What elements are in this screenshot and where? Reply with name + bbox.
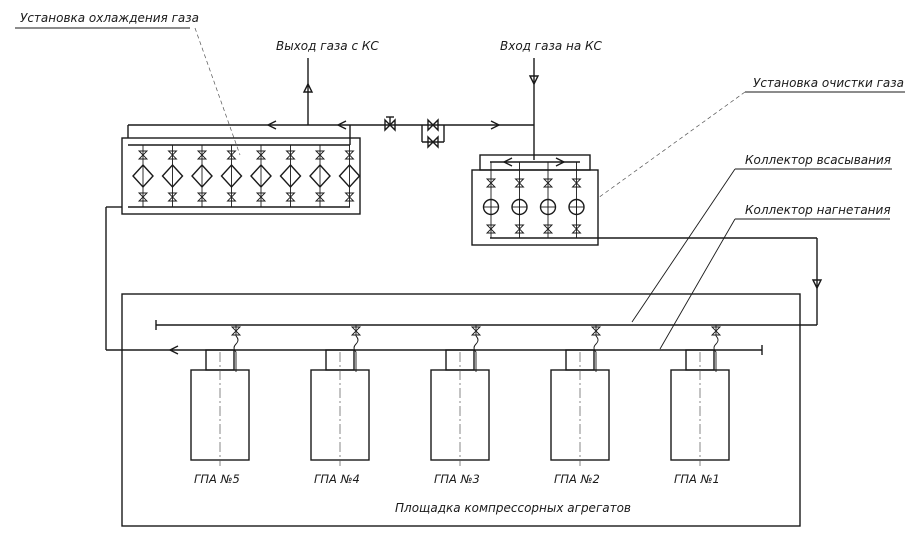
cooling-unit-label: Установка охлаждения газа [20, 11, 199, 25]
compressor-area-label: Площадка компрессорных агрегатов [395, 501, 631, 515]
cooling-unit-leader [194, 27, 241, 156]
gpa-unit: ГПА №2 [550, 325, 610, 486]
filter-valve-top [514, 178, 525, 188]
gpa-unit: ГПА №5 [190, 325, 250, 486]
cooler [250, 145, 272, 207]
gpa-unit: ГПА №4 [310, 325, 370, 486]
cooler-valve-top [226, 150, 237, 160]
gpa-suction-valve [590, 326, 602, 336]
gas-outlet-label: Выход газа с КС [276, 39, 379, 53]
filter-valve-top [542, 178, 554, 188]
cleaning-arrow-right [555, 157, 566, 167]
cooler-valve-bottom [314, 192, 326, 202]
cooler-exchanger [191, 163, 213, 189]
gpa-label: ГПА №5 [194, 472, 240, 486]
cooler-exchanger [250, 163, 272, 189]
cooler-valve-top [285, 150, 296, 160]
gpa-unit: ГПА №1 [670, 325, 730, 486]
discharge-collector-leader [659, 218, 736, 350]
filter-valve-bottom [485, 224, 497, 234]
cooler [191, 145, 213, 207]
gpa-label: ГПА №2 [554, 472, 600, 486]
filter-valve-bottom [542, 224, 554, 234]
gpa-suction-valve [710, 326, 722, 336]
discharge-collector-arrow [168, 345, 179, 355]
cooler-valve-top [255, 150, 267, 160]
cooler-exchanger [161, 163, 184, 189]
gas-outlet-arrow [302, 82, 314, 93]
gpa-suction-valve [470, 326, 482, 336]
cooler-valve-top [196, 150, 208, 160]
gpa-units-group: ГПА №5 ГПА №4 ГПА №3 ГПА №2 ГПА №1 [190, 325, 730, 486]
filter [539, 162, 557, 238]
cooler-valve-bottom [255, 192, 267, 202]
filter-valve-bottom [514, 224, 525, 234]
cooler [161, 145, 184, 207]
compressor-area-frame [121, 293, 801, 527]
cooler [338, 145, 361, 207]
suction-collector-label: Коллектор всасывания [745, 153, 891, 167]
cooler-valve-bottom [137, 192, 149, 202]
gpa-suction-valve [350, 326, 362, 336]
cooler-valve-bottom [344, 192, 355, 202]
gas-inlet-arrow [528, 75, 540, 86]
cooler [309, 145, 331, 207]
cooler [279, 145, 302, 207]
gpa-suction-valve [230, 326, 242, 336]
filter-valve-top [485, 178, 497, 188]
cooler-valve-bottom [226, 192, 237, 202]
cooler-valve-top [167, 150, 178, 160]
filter [568, 162, 585, 238]
filter-valve-bottom [571, 224, 582, 234]
cooler-valve-bottom [167, 192, 178, 202]
cooler-valve-top [344, 150, 355, 160]
cooler-valve-bottom [196, 192, 208, 202]
header-arrow-1 [266, 120, 277, 130]
gpa-label: ГПА №3 [434, 472, 480, 486]
header-arrow-3 [490, 120, 501, 130]
gpa-unit: ГПА №3 [430, 325, 490, 486]
cooler [132, 145, 154, 207]
suction-feed-arrow [811, 279, 823, 290]
filters-group [482, 162, 585, 238]
bypass-valve-group [421, 118, 445, 149]
coolers-group [132, 145, 361, 207]
cleaning-unit-label: Установка очистки газа [753, 76, 904, 90]
cleaning-unit-leader [597, 91, 746, 199]
gpa-label: ГПА №4 [314, 472, 360, 486]
cooler [220, 145, 243, 207]
cooler-exchanger [338, 163, 361, 189]
header-arrow-2 [336, 120, 347, 130]
header-valve [384, 116, 396, 132]
cooler-valve-top [137, 150, 149, 160]
cooler-valve-top [314, 150, 326, 160]
cooler-exchanger [220, 163, 243, 189]
filter [511, 162, 528, 238]
cooler-valve-bottom [285, 192, 296, 202]
cooler-exchanger [279, 163, 302, 189]
gpa-label: ГПА №1 [674, 472, 720, 486]
filter-valve-top [571, 178, 582, 188]
cooler-exchanger [309, 163, 331, 189]
discharge-collector-label: Коллектор нагнетания [745, 203, 891, 217]
gas-inlet-label: Вход газа на КС [500, 39, 603, 53]
cleaning-distribution-box [479, 154, 591, 171]
filter [482, 162, 500, 238]
cleaning-arrow-left [502, 157, 513, 167]
suction-collector-leader [631, 168, 736, 323]
cooler-exchanger [132, 163, 154, 189]
